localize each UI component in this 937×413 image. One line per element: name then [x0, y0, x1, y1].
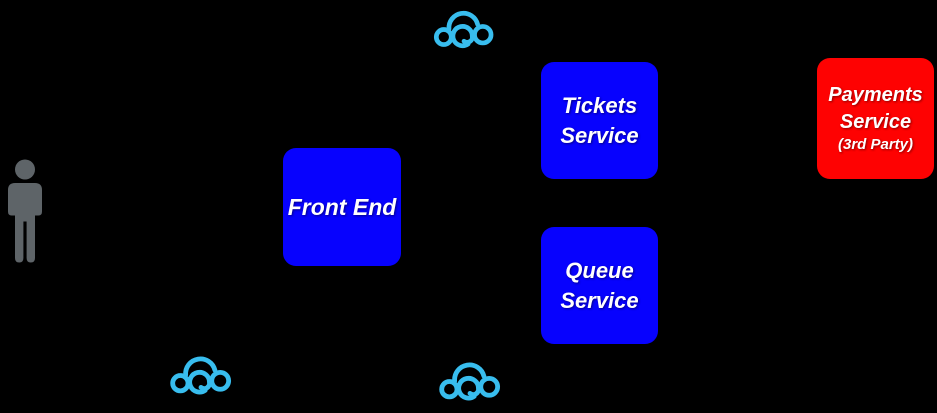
queue-service-label-line2: Service [560, 287, 639, 313]
cloud-bottom-center-icon [437, 358, 503, 406]
queue-service-label-line1: Queue [565, 258, 634, 284]
front-end-label: Front End [287, 193, 397, 220]
user-icon [4, 158, 46, 265]
queue-service-node: Queue Service [541, 227, 658, 344]
tickets-service-node: Tickets Service [541, 62, 658, 179]
tickets-service-label-line2: Service [560, 122, 639, 148]
cloud-bottom-left-icon [169, 352, 233, 400]
tickets-service-label-line1: Tickets [561, 93, 638, 119]
payments-service-node: Payments Service (3rd Party) [817, 58, 934, 179]
payments-service-label-line2: Service [839, 110, 912, 133]
payments-service-label-line3: (3rd Party) [837, 135, 914, 153]
front-end-node: Front End [283, 148, 401, 266]
payments-service-label-line1: Payments [828, 84, 923, 107]
cloud-top-icon [433, 6, 495, 54]
